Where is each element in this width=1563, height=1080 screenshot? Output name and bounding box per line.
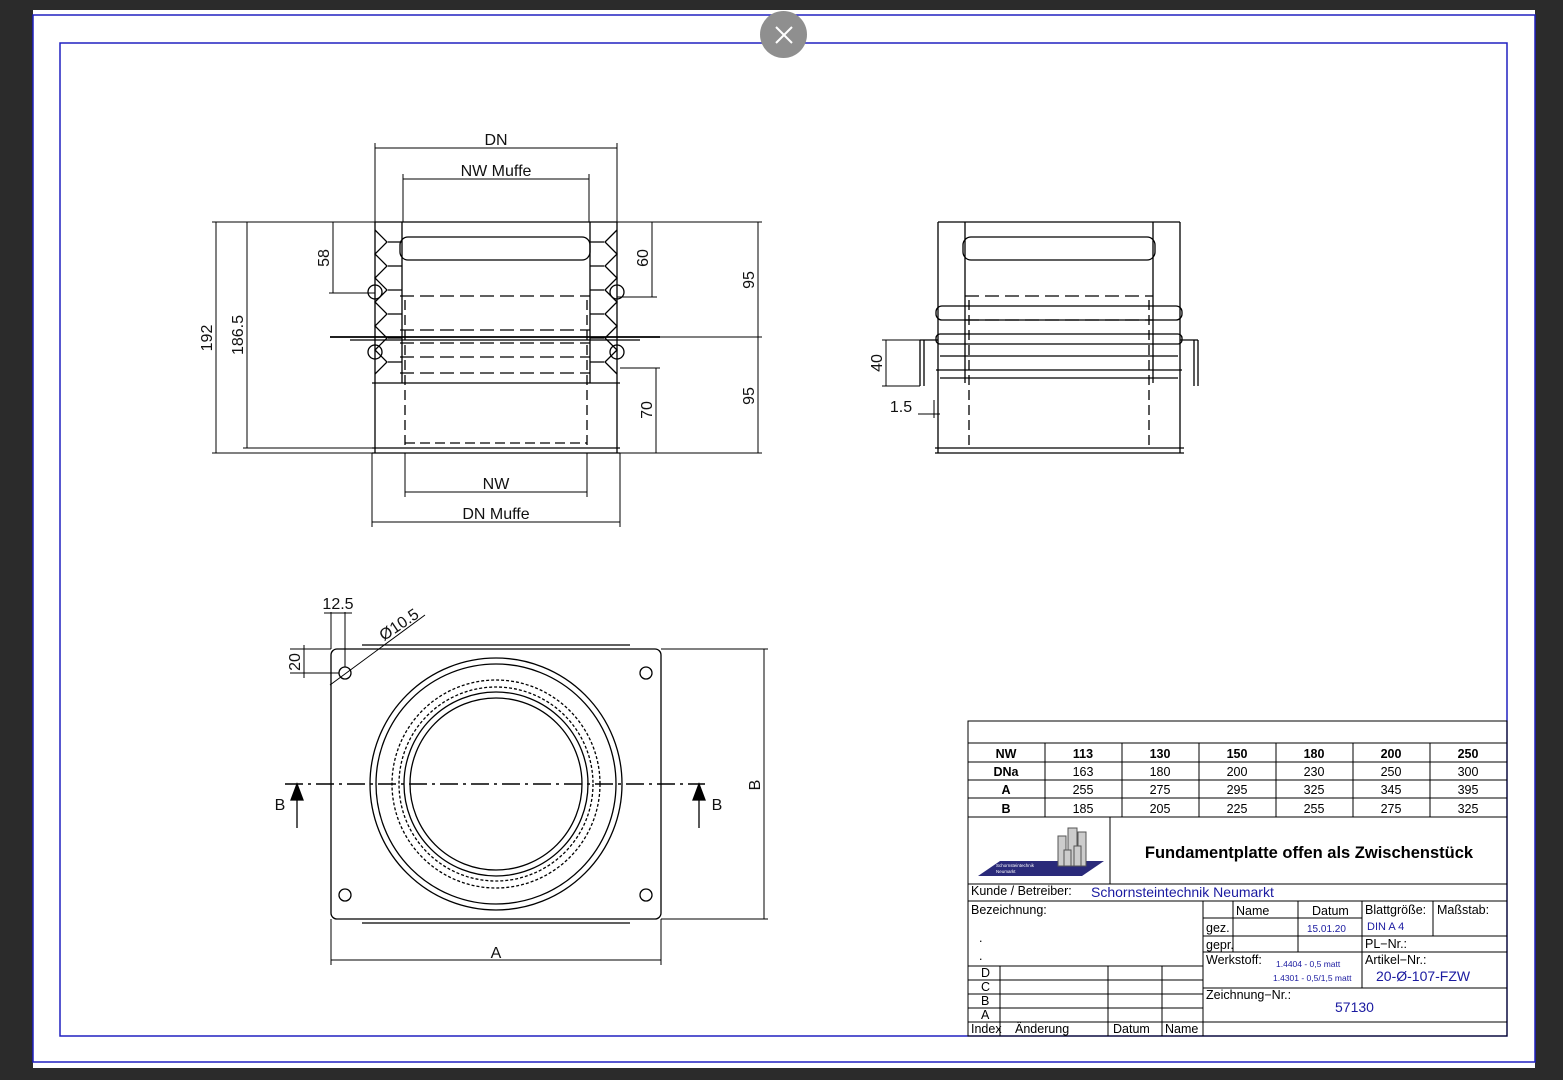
gez-date: 15.01.20 — [1307, 924, 1346, 935]
blattgroesse-value: DIN A 4 — [1367, 921, 1404, 933]
table-header-cell: 130 — [1150, 747, 1171, 761]
table-header-cell: 200 — [1381, 747, 1402, 761]
dim-dn-muffe: DN Muffe — [462, 506, 529, 523]
drawing-title: Fundamentplatte offen als Zwischenstück — [1145, 844, 1474, 862]
datum-header: Datum — [1312, 904, 1349, 918]
dim-186-5: 186.5 — [230, 315, 247, 355]
dim-10-5: Ø10.5 — [377, 606, 423, 645]
table-header-cell: 150 — [1227, 747, 1248, 761]
table-header-cell: NW — [996, 747, 1017, 761]
table-cell: DNa — [993, 765, 1019, 779]
table-cell: 185 — [1073, 802, 1094, 816]
table-header-cell: 250 — [1458, 747, 1479, 761]
dim-b-side: B — [747, 780, 764, 791]
section-b-right: B — [712, 797, 723, 814]
outer-border — [32, 14, 1536, 1063]
logo-text-line2: Neumarkt — [996, 869, 1016, 874]
table-cell: 255 — [1304, 802, 1325, 816]
werkstoff-2: 1.4301 - 0,5/1,5 matt — [1273, 973, 1352, 983]
bezeichnung-dot-1: . — [979, 931, 982, 945]
index-header: Index — [971, 1022, 1002, 1036]
rev-c: C — [981, 980, 990, 994]
rev-datum-header: Datum — [1113, 1022, 1150, 1036]
zeichnung-nr-value: 57130 — [1335, 999, 1374, 1015]
inner-border — [59, 42, 1508, 1037]
kunde-value: Schornsteintechnik Neumarkt — [1091, 884, 1274, 900]
table-cell: A — [1001, 783, 1010, 797]
werkstoff-1: 1.4404 - 0,5 matt — [1276, 959, 1341, 969]
table-cell: 255 — [1073, 783, 1094, 797]
title-block — [968, 817, 1507, 1036]
dim-40: 40 — [869, 354, 886, 372]
blattgroesse-label: Blattgröße: — [1365, 903, 1426, 917]
side-dimension-lines — [882, 339, 940, 418]
table-cell: 225 — [1227, 802, 1248, 816]
table-cell: 163 — [1073, 765, 1094, 779]
title-block-texts: Fundamentplatte offen als Zwischenstück … — [971, 844, 1489, 1036]
table-cell: 200 — [1227, 765, 1248, 779]
table-cell: 275 — [1381, 802, 1402, 816]
bezeichnung-dot-2: . — [979, 949, 982, 963]
top-dimension-texts: 12.5 20 Ø10.5 A B B B — [275, 596, 764, 962]
gepr-label: gepr. — [1206, 938, 1234, 952]
dim-dn: DN — [484, 132, 507, 149]
table-cell: 325 — [1458, 802, 1479, 816]
rev-name-header: Name — [1165, 1022, 1198, 1036]
dim-a: A — [491, 945, 502, 962]
table-cell: 325 — [1304, 783, 1325, 797]
rev-b: B — [981, 994, 989, 1008]
section-b-left: B — [275, 797, 286, 814]
dim-70: 70 — [639, 401, 656, 419]
kunde-label: Kunde / Betreiber: — [971, 884, 1072, 898]
top-dimension-lines — [290, 612, 768, 965]
top-view — [285, 644, 706, 924]
dim-1-5: 1.5 — [890, 399, 912, 416]
table-header-cell: 180 — [1304, 747, 1325, 761]
front-section-view — [330, 221, 660, 454]
name-header: Name — [1236, 904, 1269, 918]
rev-a: A — [981, 1008, 990, 1022]
werkstoff-label: Werkstoff: — [1206, 953, 1262, 967]
close-button[interactable] — [760, 11, 807, 58]
artikel-nr-label: Artikel−Nr.: — [1365, 953, 1426, 967]
dim-12-5: 12.5 — [322, 596, 353, 613]
size-table — [967, 720, 1508, 1037]
table-cell: 275 — [1150, 783, 1171, 797]
table-cell: 230 — [1304, 765, 1325, 779]
dim-58: 58 — [316, 249, 333, 267]
dim-20: 20 — [287, 653, 304, 671]
dim-95-bottom: 95 — [741, 387, 758, 405]
gez-label: gez. — [1206, 921, 1230, 935]
company-logo: Schornsteintechnik Neumarkt — [978, 827, 1104, 876]
bezeichnung-label: Bezeichnung: — [971, 903, 1047, 917]
pl-nr-label: PL−Nr.: — [1365, 937, 1407, 951]
table-cell: 250 — [1381, 765, 1402, 779]
aenderung-header: Änderung — [1015, 1022, 1069, 1036]
front-dimension-lines — [212, 143, 762, 527]
artikel-nr-value: 20-Ø-107-FZW — [1376, 968, 1471, 984]
table-cell: 300 — [1458, 765, 1479, 779]
table-cell: 395 — [1458, 783, 1479, 797]
side-view — [919, 221, 1199, 454]
drawing-sheet — [33, 10, 1535, 1068]
table-cell: B — [1001, 802, 1010, 816]
table-cell: 205 — [1150, 802, 1171, 816]
dim-nw: NW — [483, 476, 511, 493]
table-cell: 345 — [1381, 783, 1402, 797]
table-cell: 180 — [1150, 765, 1171, 779]
dim-60: 60 — [635, 249, 652, 267]
table-header-cell: 113 — [1073, 747, 1093, 761]
table-cell: 295 — [1227, 783, 1248, 797]
dim-192: 192 — [199, 325, 216, 352]
dim-nw-muffe: NW Muffe — [461, 163, 532, 180]
close-icon — [774, 25, 793, 44]
massstab-label: Maßstab: — [1437, 903, 1489, 917]
front-dimension-texts: DN NW Muffe NW DN Muffe 192 186.5 58 60 … — [199, 132, 758, 523]
rev-d: D — [981, 966, 990, 980]
logo-text-line1: Schornsteintechnik — [996, 863, 1035, 868]
dim-95-top: 95 — [741, 271, 758, 289]
zeichnung-nr-label: Zeichnung−Nr.: — [1206, 988, 1291, 1002]
